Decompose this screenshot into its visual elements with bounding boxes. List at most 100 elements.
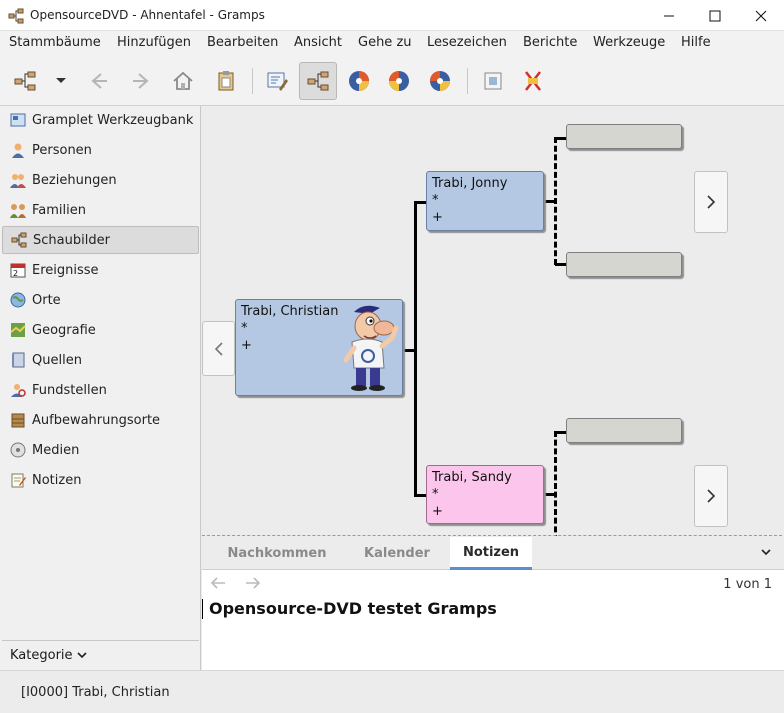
gramplet-icon — [10, 113, 26, 127]
person-box-empty[interactable] — [566, 124, 682, 149]
repositories-icon — [11, 413, 25, 428]
menu-bar: Stammbäume Hinzufügen Bearbeiten Ansicht… — [0, 31, 784, 56]
sidebar-item-label: Schaubilder — [33, 232, 110, 248]
back-icon — [91, 73, 107, 89]
gramps-app-icon — [8, 8, 24, 24]
sidebar-item-orte[interactable]: Orte — [2, 286, 199, 314]
person-box-empty[interactable] — [566, 252, 682, 277]
bottombar: Nachkommen Kalender Notizen 1 von 1 Open… — [202, 537, 784, 670]
sidebar-item-label: Quellen — [32, 352, 82, 368]
family-tree-button[interactable] — [6, 62, 44, 100]
menu-berichte[interactable]: Berichte — [523, 35, 578, 50]
connector-line — [543, 200, 555, 203]
chevron-down-icon[interactable] — [760, 547, 772, 557]
connector-line — [555, 431, 566, 434]
menu-stammbaeume[interactable]: Stammbäume — [9, 35, 101, 50]
expand-father-button[interactable] — [694, 171, 728, 233]
forward-icon[interactable] — [244, 576, 262, 590]
menu-hinzufuegen[interactable]: Hinzufügen — [117, 35, 191, 50]
sidebar-item-geografie[interactable]: Geografie — [2, 316, 199, 344]
person-name: Trabi, Sandy — [432, 470, 512, 485]
sidebar-item-label: Aufbewahrungsorte — [32, 412, 161, 428]
menu-hilfe[interactable]: Hilfe — [681, 35, 711, 50]
chevron-right-icon — [707, 195, 716, 209]
menu-werkzeuge[interactable]: Werkzeuge — [593, 35, 666, 50]
person-birth: * — [432, 193, 439, 208]
citations-icon — [11, 384, 26, 397]
chevron-down-icon — [76, 652, 87, 659]
edit-person-button[interactable] — [258, 62, 296, 100]
sidebar-item-beziehungen[interactable]: Beziehungen — [2, 166, 199, 194]
bottom-tabs: Nachkommen Kalender Notizen — [202, 537, 784, 570]
person-box-root[interactable]: Trabi, Christian * + — [235, 299, 403, 396]
person-box-empty[interactable] — [566, 418, 682, 443]
reports-button[interactable] — [514, 62, 552, 100]
sidebar-item-aufbewahrungsorte[interactable]: Aufbewahrungsorte — [2, 406, 199, 434]
descendant-fan-button[interactable] — [380, 62, 418, 100]
two-way-fan-button[interactable] — [421, 62, 459, 100]
person-box-father[interactable]: Trabi, Jonny * + — [426, 171, 544, 231]
scroll-left-button[interactable] — [202, 321, 235, 376]
sidebar-item-fundstellen[interactable]: Fundstellen — [2, 376, 199, 404]
sidebar-item-label: Gramplet Werkzeugbank — [32, 112, 194, 128]
media-button[interactable] — [474, 62, 512, 100]
category-selector[interactable]: Kategorie — [2, 640, 199, 669]
person-name: Trabi, Christian — [241, 304, 339, 319]
sidebar-item-label: Personen — [32, 142, 92, 158]
connector-line — [414, 494, 427, 497]
menu-lesezeichen[interactable]: Lesezeichen — [427, 35, 507, 50]
tab-notizen[interactable]: Notizen — [450, 537, 532, 570]
person-birth: * — [432, 487, 439, 502]
home-button[interactable] — [164, 62, 202, 100]
sidebar-item-gramplet[interactable]: Gramplet Werkzeugbank — [2, 106, 199, 134]
title-bar: OpensourceDVD - Ahnentafel - Gramps — [0, 0, 784, 31]
back-icon[interactable] — [209, 576, 227, 590]
person-box-mother[interactable]: Trabi, Sandy * + — [426, 465, 544, 524]
menu-bearbeiten[interactable]: Bearbeiten — [207, 35, 279, 50]
sidebar-item-ereignisse[interactable]: 2 Ereignisse — [2, 256, 199, 284]
reports-icon — [525, 71, 541, 91]
sidebar-item-label: Ereignisse — [32, 262, 99, 278]
sidebar-item-notizen[interactable]: Notizen — [2, 466, 199, 494]
tab-nachkommen[interactable]: Nachkommen — [227, 546, 327, 561]
clipboard-button[interactable] — [207, 62, 245, 100]
menu-gehe-zu[interactable]: Gehe zu — [358, 35, 412, 50]
notes-navigation — [202, 570, 784, 596]
pedigree-view-button[interactable] — [299, 62, 337, 100]
tab-kalender[interactable]: Kalender — [364, 546, 430, 561]
sidebar-item-medien[interactable]: Medien — [2, 436, 199, 464]
connector-line — [414, 201, 417, 496]
person-death: + — [432, 504, 443, 519]
two-way-fan-icon — [430, 71, 450, 91]
families-icon — [10, 204, 26, 218]
back-button[interactable] — [80, 62, 118, 100]
sidebar-item-label: Beziehungen — [32, 172, 117, 188]
clipboard-icon — [218, 71, 234, 91]
menu-ansicht[interactable]: Ansicht — [294, 35, 343, 50]
charts-icon — [11, 232, 27, 248]
person-icon — [12, 143, 24, 158]
toolbar-separator — [467, 68, 468, 94]
sidebar-item-quellen[interactable]: Quellen — [2, 346, 199, 374]
navigator-sidebar: Gramplet Werkzeugbank Personen Beziehung… — [0, 106, 201, 670]
dashed-connector — [554, 137, 557, 265]
maximize-button[interactable] — [692, 0, 738, 31]
close-button[interactable] — [738, 0, 784, 31]
sidebar-item-schaubilder[interactable]: Schaubilder — [2, 226, 199, 254]
sidebar-item-label: Familien — [32, 202, 86, 218]
family-tree-icon — [14, 71, 36, 91]
connector-line — [555, 137, 566, 140]
tree-dropdown-button[interactable] — [46, 62, 76, 100]
sidebar-item-familien[interactable]: Familien — [2, 196, 199, 224]
forward-button[interactable] — [122, 62, 160, 100]
expand-mother-button[interactable] — [694, 465, 728, 527]
person-name: Trabi, Jonny — [432, 176, 508, 191]
sidebar-item-personen[interactable]: Personen — [2, 136, 199, 164]
minimize-button[interactable] — [646, 0, 692, 31]
connector-line — [543, 493, 555, 496]
note-text[interactable]: Opensource-DVD testet Gramps — [209, 599, 497, 618]
note-page-count: 1 von 1 — [723, 577, 772, 592]
pane-divider[interactable] — [202, 535, 782, 536]
person-death: + — [432, 210, 443, 225]
fan-chart-button[interactable] — [340, 62, 378, 100]
